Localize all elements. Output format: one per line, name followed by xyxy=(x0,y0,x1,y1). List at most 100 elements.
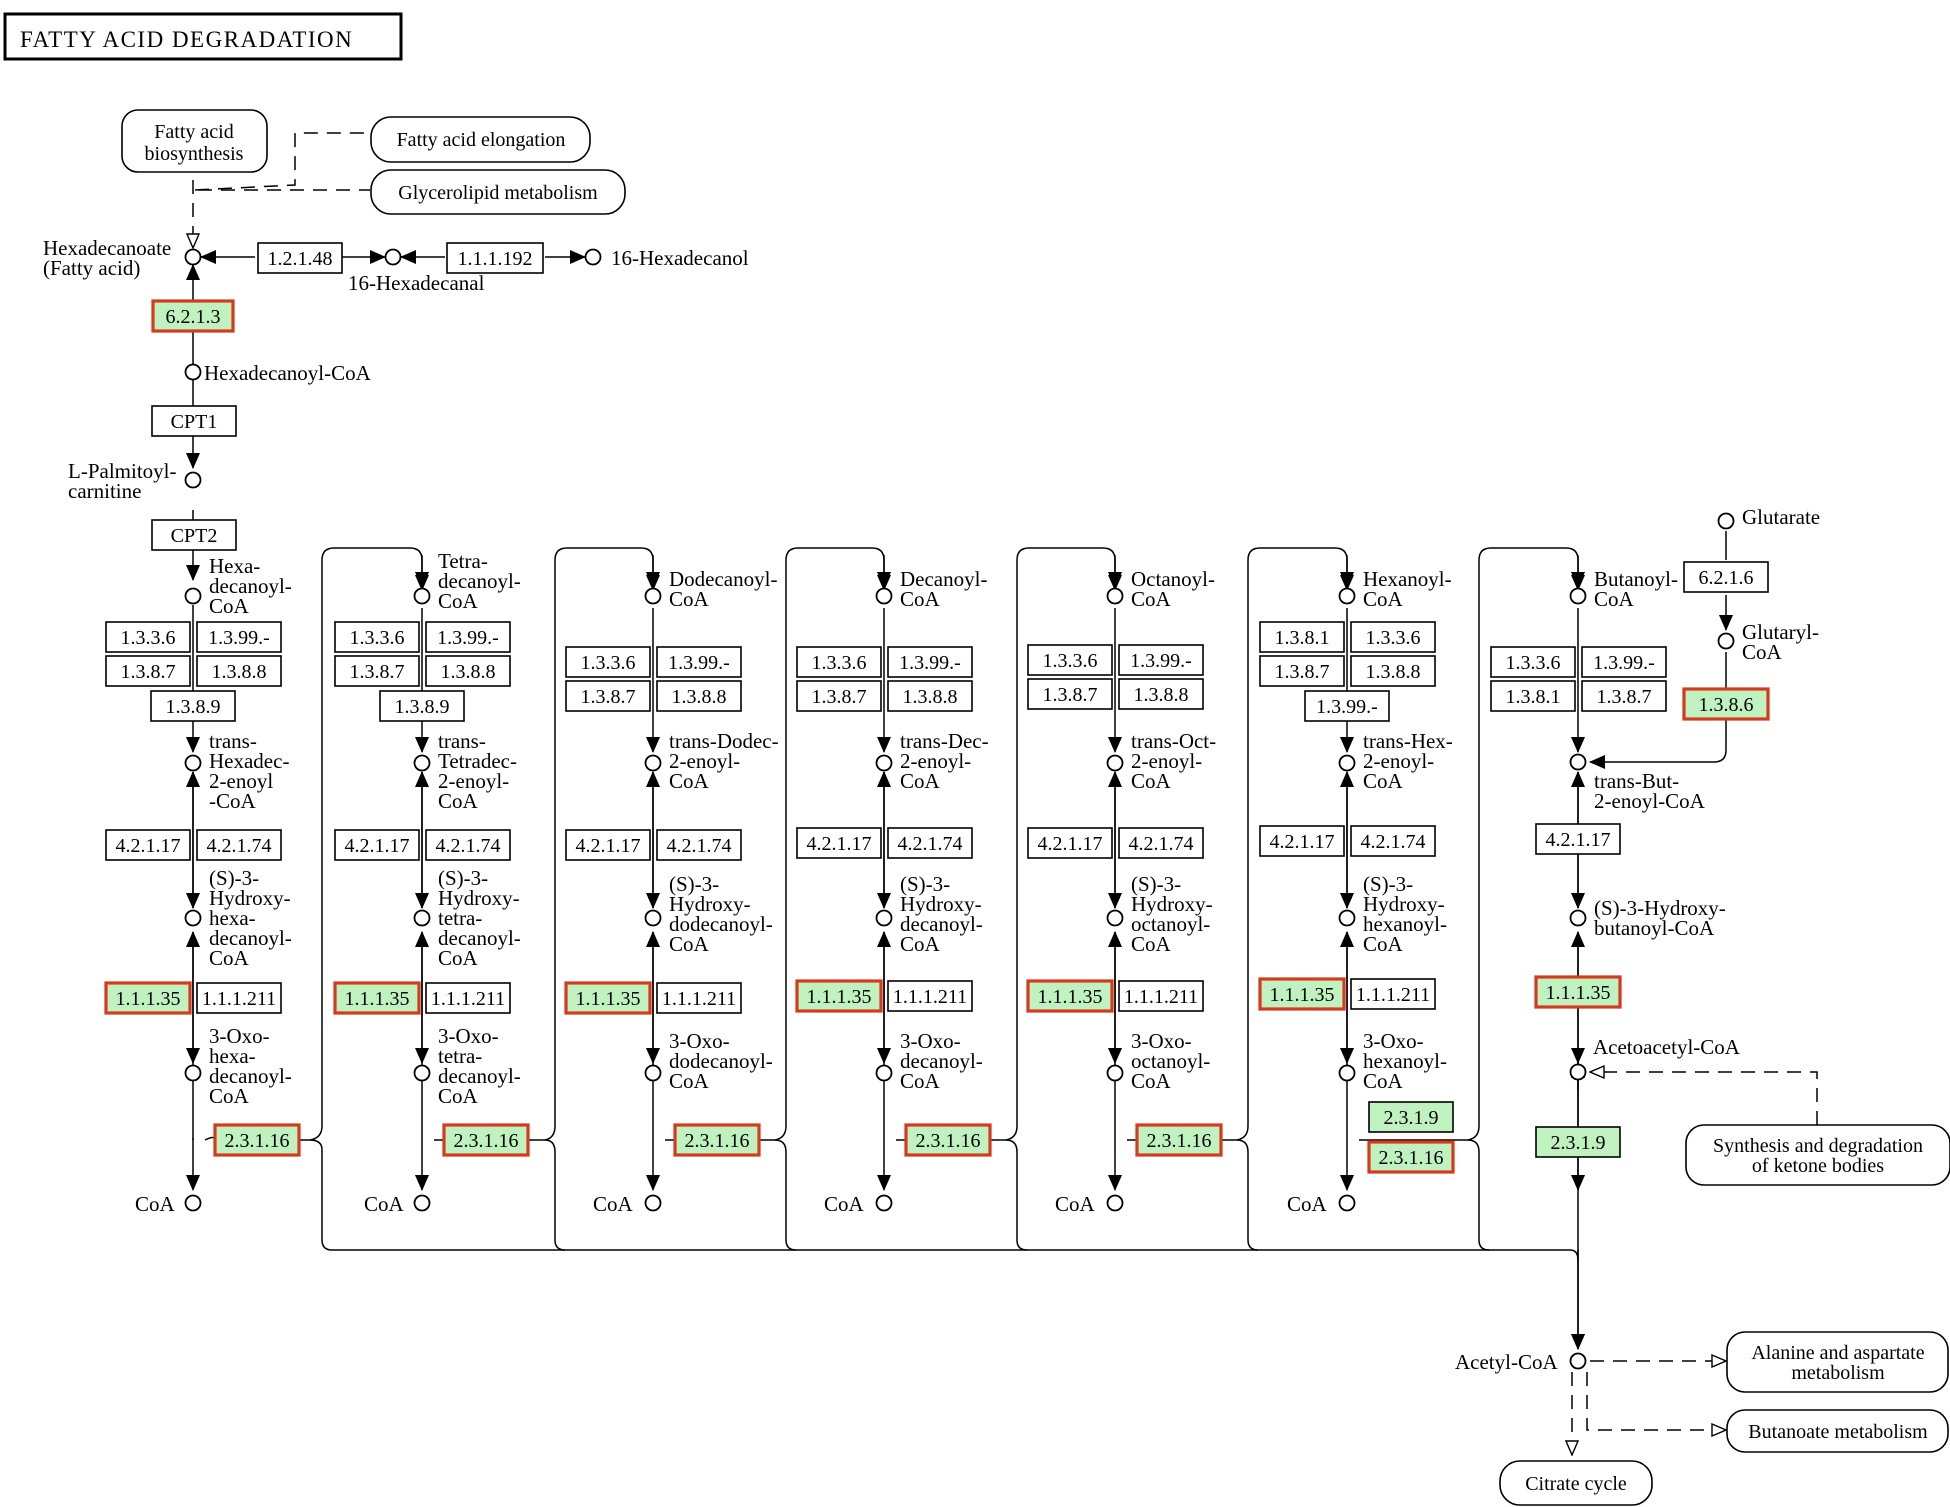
compound-node[interactable] xyxy=(1338,1064,1356,1082)
enzyme-1-3-3-6[interactable]: 1.3.3.6 xyxy=(565,646,651,678)
enzyme-4-2-1-74[interactable]: 4.2.1.74 xyxy=(656,829,742,861)
enzyme-1-3-8-8[interactable]: 1.3.8.8 xyxy=(425,655,511,687)
enzyme-1-1-1-211[interactable]: 1.1.1.211 xyxy=(1350,978,1436,1010)
enzyme-4-2-1-17[interactable]: 4.2.1.17 xyxy=(334,829,420,861)
enzyme-1-3-99[interactable]: 1.3.99.- xyxy=(1581,646,1667,678)
map-fatty-acid-elongation[interactable]: Fatty acid elongation xyxy=(370,116,591,163)
compound-trans-hex[interactable]: trans-Hex-2-enoyl-CoA xyxy=(1338,729,1453,793)
enzyme-1-2-1-48[interactable]: 1.2.1.48 xyxy=(257,242,343,274)
compound-node[interactable] xyxy=(413,587,431,605)
compound-node[interactable] xyxy=(1338,754,1356,772)
compound-node[interactable] xyxy=(184,754,202,772)
compound-coa-1[interactable]: CoA xyxy=(135,1192,202,1216)
enzyme-1-3-3-6[interactable]: 1.3.3.6 xyxy=(1027,644,1113,676)
enzyme-2-3-1-16[interactable]: 2.3.1.16 xyxy=(673,1123,761,1157)
compound-s3-hydroxy-dodecanoyl[interactable]: (S)-3-Hydroxy-dodecanoyl-CoA xyxy=(644,872,773,956)
enzyme-1-3-99[interactable]: 1.3.99.- xyxy=(1304,690,1390,722)
enzyme-1-3-99[interactable]: 1.3.99.- xyxy=(196,621,282,653)
compound-node[interactable] xyxy=(413,754,431,772)
enzyme-2-3-1-16[interactable]: 2.3.1.16 xyxy=(904,1123,992,1157)
map-glycerolipid-metabolism[interactable]: Glycerolipid metabolism xyxy=(370,169,626,215)
enzyme-1-1-1-211[interactable]: 1.1.1.211 xyxy=(196,982,282,1014)
compound-oxo-tetradecanoyl[interactable]: 3-Oxo-tetra-decanoyl-CoA xyxy=(413,1024,521,1108)
compound-hexadecanoate[interactable]: Hexadecanoate(Fatty acid) xyxy=(43,236,202,280)
enzyme-2-3-1-9[interactable]: 2.3.1.9 xyxy=(1535,1126,1621,1158)
compound-node[interactable] xyxy=(184,1194,202,1212)
compound-node[interactable] xyxy=(584,248,602,266)
compound-hexadecanoyl-coa-top[interactable]: Hexadecanoyl-CoA xyxy=(184,361,372,385)
compound-trans-dodec[interactable]: trans-Dodec-2-enoyl-CoA xyxy=(644,729,779,793)
map-citrate-cycle[interactable]: Citrate cycle xyxy=(1499,1460,1653,1506)
compound-s3-hydroxy-hexanoyl[interactable]: (S)-3-Hydroxy-hexanoyl-CoA xyxy=(1338,872,1447,956)
compound-trans-dec[interactable]: trans-Dec-2-enoyl-CoA xyxy=(875,729,989,793)
enzyme-1-3-3-6[interactable]: 1.3.3.6 xyxy=(1490,646,1576,678)
enzyme-1-1-1-211[interactable]: 1.1.1.211 xyxy=(656,982,742,1014)
compound-oxo-octanoyl[interactable]: 3-Oxo-octanoyl-CoA xyxy=(1106,1029,1211,1093)
enzyme-1-1-1-211[interactable]: 1.1.1.211 xyxy=(1118,980,1204,1012)
compound-node[interactable] xyxy=(1106,1194,1124,1212)
compound-acetyl-coa[interactable]: Acetyl-CoA xyxy=(1455,1350,1587,1374)
compound-node[interactable] xyxy=(1569,753,1587,771)
compound-hexadecanol[interactable]: 16-Hexadecanol xyxy=(584,246,749,270)
compound-node[interactable] xyxy=(1106,587,1124,605)
enzyme-1-3-8-6[interactable]: 1.3.8.6 xyxy=(1682,687,1770,721)
enzyme-4-2-1-17[interactable]: 4.2.1.17 xyxy=(1259,825,1345,857)
enzyme-1-3-8-7[interactable]: 1.3.8.7 xyxy=(796,680,882,712)
enzyme-6-2-1-3[interactable]: 6.2.1.3 xyxy=(151,299,235,333)
enzyme-1-1-1-35[interactable]: 1.1.1.35 xyxy=(1026,979,1114,1013)
enzyme-1-3-8-9[interactable]: 1.3.8.9 xyxy=(379,690,465,722)
enzyme-1-1-1-35[interactable]: 1.1.1.35 xyxy=(104,981,192,1015)
enzyme-CPT1[interactable]: CPT1 xyxy=(151,405,237,437)
compound-coa-6[interactable]: CoA xyxy=(1287,1192,1356,1216)
enzyme-1-1-1-35[interactable]: 1.1.1.35 xyxy=(564,981,652,1015)
compound-node[interactable] xyxy=(875,587,893,605)
compound-node[interactable] xyxy=(875,1194,893,1212)
enzyme-1-3-8-8[interactable]: 1.3.8.8 xyxy=(196,655,282,687)
enzyme-4-2-1-17[interactable]: 4.2.1.17 xyxy=(796,827,882,859)
compound-s3-hydroxy-octanoyl[interactable]: (S)-3-Hydroxy-octanoyl-CoA xyxy=(1106,872,1213,956)
enzyme-2-3-1-16[interactable]: 2.3.1.16 xyxy=(1135,1123,1223,1157)
enzyme-2-3-1-16[interactable]: 2.3.1.16 xyxy=(213,1123,301,1157)
map-butanoate-metabolism[interactable]: Butanoate metabolism xyxy=(1726,1409,1949,1453)
compound-node[interactable] xyxy=(413,1194,431,1212)
enzyme-1-3-3-6[interactable]: 1.3.3.6 xyxy=(105,621,191,653)
compound-tetradecanoyl-coa[interactable]: Tetra-decanoyl-CoA xyxy=(413,549,521,613)
compound-s3-hydroxy-hexadecanoyl[interactable]: (S)-3-Hydroxy-hexa-decanoyl-CoA xyxy=(184,866,292,970)
enzyme-1-3-8-7[interactable]: 1.3.8.7 xyxy=(105,655,191,687)
enzyme-1-3-8-8[interactable]: 1.3.8.8 xyxy=(1350,655,1436,687)
compound-node[interactable] xyxy=(1338,587,1356,605)
enzyme-1-3-8-7[interactable]: 1.3.8.7 xyxy=(1027,678,1113,710)
compound-trans-oct[interactable]: trans-Oct-2-enoyl-CoA xyxy=(1106,729,1217,793)
enzyme-1-1-1-35[interactable]: 1.1.1.35 xyxy=(1258,977,1346,1011)
enzyme-2-3-1-16[interactable]: 2.3.1.16 xyxy=(1367,1140,1455,1174)
compound-acetoacetyl-coa[interactable]: Acetoacetyl-CoA xyxy=(1569,1035,1741,1081)
enzyme-1-3-99[interactable]: 1.3.99.- xyxy=(887,646,973,678)
compound-node[interactable] xyxy=(644,587,662,605)
compound-node[interactable] xyxy=(644,1194,662,1212)
enzyme-1-3-3-6[interactable]: 1.3.3.6 xyxy=(334,621,420,653)
compound-node[interactable] xyxy=(184,1064,202,1082)
enzyme-1-1-1-211[interactable]: 1.1.1.211 xyxy=(425,982,511,1014)
enzyme-1-1-1-192[interactable]: 1.1.1.192 xyxy=(446,242,544,274)
compound-glutaryl-coa[interactable]: Glutaryl-CoA xyxy=(1717,620,1819,664)
enzyme-1-3-8-8[interactable]: 1.3.8.8 xyxy=(887,680,973,712)
compound-trans-hexadec[interactable]: trans-Hexadec-2-enoyl-CoA xyxy=(184,729,290,813)
compound-node[interactable] xyxy=(1106,909,1124,927)
compound-octanoyl-coa[interactable]: Octanoyl-CoA xyxy=(1106,567,1215,611)
enzyme-4-2-1-17[interactable]: 4.2.1.17 xyxy=(105,829,191,861)
enzyme-1-3-8-8[interactable]: 1.3.8.8 xyxy=(656,680,742,712)
compound-glutarate[interactable]: Glutarate xyxy=(1717,505,1821,530)
enzyme-4-2-1-74[interactable]: 4.2.1.74 xyxy=(1350,825,1436,857)
compound-hexadecanoyl-coa[interactable]: Hexa-decanoyl-CoA xyxy=(184,554,292,618)
compound-oxo-hexanoyl[interactable]: 3-Oxo-hexanoyl-CoA xyxy=(1338,1029,1447,1093)
compound-hexanoyl-coa[interactable]: Hexanoyl-CoA xyxy=(1338,567,1452,611)
compound-node[interactable] xyxy=(875,1064,893,1082)
compound-node[interactable] xyxy=(1569,1352,1587,1370)
enzyme-1-3-8-7[interactable]: 1.3.8.7 xyxy=(334,655,420,687)
enzyme-1-3-8-1[interactable]: 1.3.8.1 xyxy=(1490,680,1576,712)
enzyme-6-2-1-6[interactable]: 6.2.1.6 xyxy=(1683,561,1769,593)
enzyme-4-2-1-74[interactable]: 4.2.1.74 xyxy=(196,829,282,861)
compound-oxo-decanoyl[interactable]: 3-Oxo-decanoyl-CoA xyxy=(875,1029,983,1093)
